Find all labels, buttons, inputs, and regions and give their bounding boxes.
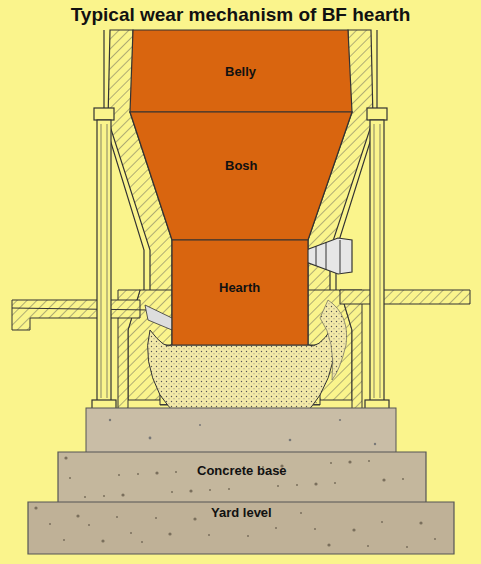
zone-shape — [58, 452, 426, 504]
hearth-zone: Hearth — [172, 240, 308, 345]
concrete-base-slab: Concrete base — [58, 452, 426, 504]
bosh-zone: Bosh — [130, 112, 352, 240]
zone-label: Concrete base — [197, 463, 287, 478]
belly-zone: Belly — [133, 30, 348, 112]
diagram-title: Typical wear mechanism of BF hearth — [0, 4, 481, 26]
zone-label: Hearth — [219, 280, 260, 295]
zone-label: Bosh — [225, 158, 258, 173]
yard-level-slab: Yard level — [28, 502, 454, 554]
zone-shape — [130, 112, 352, 240]
zone-label: Yard level — [211, 505, 272, 520]
zone-label: Belly — [225, 64, 256, 79]
